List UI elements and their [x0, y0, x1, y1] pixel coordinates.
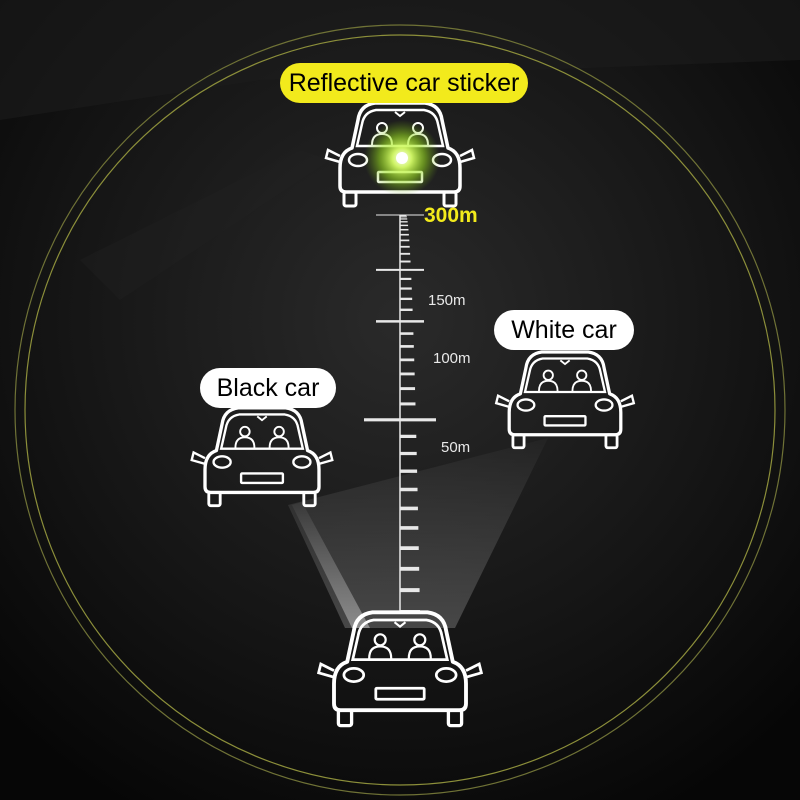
outer-ring [14, 24, 786, 796]
white-car-label: White car [494, 310, 634, 350]
reflective-sticker-label: Reflective car sticker [280, 63, 528, 103]
reflective-car [324, 101, 476, 208]
distance-300m-label: 300m [424, 204, 478, 227]
black-car-label: Black car [200, 368, 336, 408]
headlight-beam [288, 438, 548, 628]
inner-ring [24, 34, 776, 786]
distance-scale [364, 214, 436, 614]
distance-150m-label: 150m [428, 292, 466, 309]
distance-50m-label: 50m [441, 439, 471, 456]
distance-100m-label: 100m [433, 350, 471, 367]
